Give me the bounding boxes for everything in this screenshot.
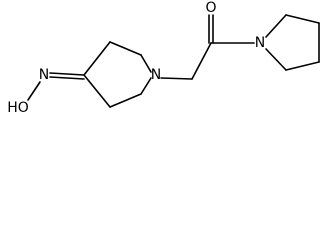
bond-oxime-double-2 xyxy=(49,76,85,80)
pyrrolidine-nitrogen-label: N xyxy=(255,35,265,51)
oxime-nitrogen-label: N xyxy=(39,67,49,83)
bond-ring-c6-to-n xyxy=(140,77,152,95)
bond-ring-n-to-ch2 xyxy=(160,77,193,80)
bond-pyrrolidine-c4-to-c5 xyxy=(285,61,320,71)
bond-ring-c3-to-c4 xyxy=(83,41,111,76)
molecule-canvas: N O N N HO xyxy=(7,0,320,116)
bond-pyrrolidine-n-to-c2 xyxy=(265,14,287,38)
hydroxyl-label: HO xyxy=(7,100,29,116)
ring-nitrogen-label: N xyxy=(151,67,161,83)
bond-ring-c2-to-c3 xyxy=(109,41,142,56)
bond-ch2-to-carbonyl xyxy=(191,42,212,80)
bond-pyrrolidine-c5-to-n xyxy=(265,48,287,71)
bond-oxime-n-to-o xyxy=(27,81,41,101)
molecule-diagram: N O N N HO xyxy=(7,0,320,116)
bond-ring-c4-to-c5 xyxy=(83,74,111,108)
bond-oxime-double-1 xyxy=(49,72,85,76)
bond-ring-n-to-c2 xyxy=(140,54,152,73)
carbonyl-oxygen-label: O xyxy=(205,0,216,16)
bond-pyrrolidine-c2-to-c3 xyxy=(285,14,320,24)
bond-ring-c5-to-c6 xyxy=(109,93,142,108)
